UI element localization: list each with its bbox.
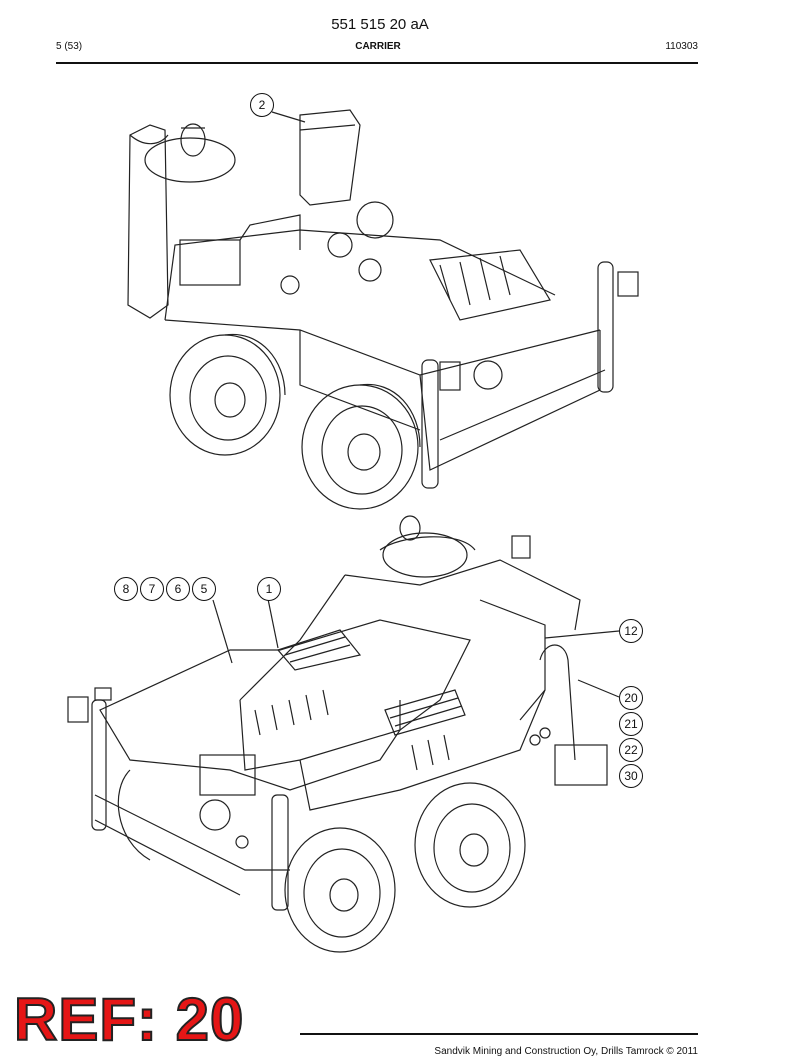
callout-7: 7: [140, 577, 164, 601]
ref-stamp: REF: 20: [13, 985, 245, 1054]
top-carrier-drawing: [127, 109, 639, 510]
bottom-carrier-drawing: [67, 515, 620, 953]
callout-5: 5: [192, 577, 216, 601]
callout-30: 30: [619, 764, 643, 788]
callout-1: 1: [257, 577, 281, 601]
copyright: Sandvik Mining and Construction Oy, Dril…: [434, 1046, 698, 1057]
date-code: 110303: [665, 41, 698, 52]
callout-12: 12: [619, 619, 643, 643]
footer-rule: [300, 1033, 698, 1035]
callout-2: 2: [250, 93, 274, 117]
section-title: CARRIER: [355, 41, 401, 52]
callout-6: 6: [166, 577, 190, 601]
page-ref: 5 (53): [56, 41, 83, 52]
callout-21: 21: [619, 712, 643, 736]
callout-20: 20: [619, 686, 643, 710]
callout-8: 8: [114, 577, 138, 601]
doc-number: 551 515 20 aA: [331, 16, 429, 33]
callout-22: 22: [619, 738, 643, 762]
header-rule: [56, 62, 698, 64]
